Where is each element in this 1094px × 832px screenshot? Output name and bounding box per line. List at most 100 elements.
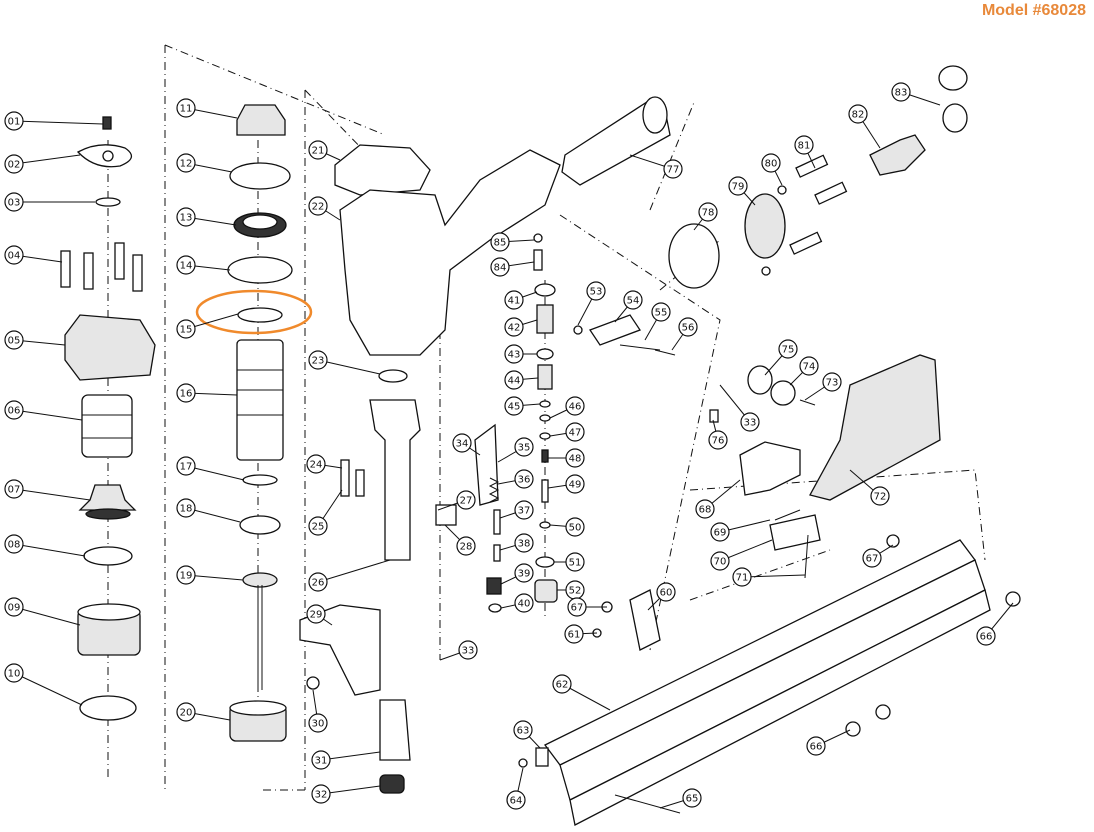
callout-number: 17	[180, 462, 193, 473]
callout-67: 67	[862, 544, 894, 568]
callout-number: 78	[702, 208, 715, 219]
callout-circle	[308, 572, 328, 592]
callout-number: 33	[744, 418, 757, 429]
callout-53: 53	[577, 281, 606, 326]
callout-circle	[176, 383, 196, 403]
callout-16: 16	[176, 383, 238, 403]
end-cap-parts	[668, 65, 968, 289]
callout-circle	[4, 111, 24, 131]
callout-72: 72	[849, 469, 890, 506]
callout-circle	[862, 548, 882, 568]
callout-10: 10	[4, 663, 83, 706]
callout-number: 68	[699, 505, 712, 516]
callout-number: 30	[312, 719, 325, 730]
callout-circle	[806, 736, 826, 756]
callout-01: 01	[4, 111, 104, 131]
callout-75: 75	[764, 339, 798, 376]
callout-number: 40	[518, 599, 531, 610]
callout-number: 69	[714, 528, 727, 539]
callout-number: 39	[518, 569, 531, 580]
callout-number: 28	[460, 542, 473, 553]
callout-leader-line	[317, 559, 391, 583]
callout-circle	[708, 430, 728, 450]
callout-number: 73	[826, 378, 839, 389]
callout-66: 66	[976, 602, 1014, 646]
callout-circle	[761, 153, 781, 173]
callout-number: 14	[180, 261, 193, 272]
callout-number: 67	[866, 554, 879, 565]
callout-circle	[4, 245, 24, 265]
callout-circle	[513, 720, 533, 740]
callout-number: 50	[569, 523, 582, 534]
callout-number: 04	[8, 251, 21, 262]
callout-number: 51	[569, 558, 582, 569]
callout-number: 71	[736, 573, 749, 584]
callout-04: 04	[4, 245, 63, 265]
callout-leader-line	[13, 409, 83, 421]
callout-54: 54	[614, 290, 643, 323]
callout-number: 21	[312, 146, 325, 157]
callout-44: 44	[504, 370, 539, 390]
callout-circle	[698, 202, 718, 222]
callout-leader-line	[13, 543, 86, 557]
callout-circle	[586, 281, 606, 301]
callout-number: 05	[8, 336, 21, 347]
callout-leader-line	[320, 785, 381, 795]
callout-21: 21	[308, 140, 341, 161]
callout-leader-line	[13, 120, 104, 125]
callout-48: 48	[548, 448, 585, 468]
callout-number: 75	[782, 345, 795, 356]
callout-36: 36	[497, 469, 534, 489]
callout-12: 12	[176, 153, 233, 173]
callout-number: 11	[180, 104, 193, 115]
callout-13: 13	[176, 207, 237, 227]
callout-number: 66	[980, 632, 993, 643]
callout-number: 48	[569, 454, 582, 465]
callout-45: 45	[504, 396, 541, 416]
callout-number: 24	[310, 460, 323, 471]
callout-71: 71	[732, 567, 806, 587]
callout-circle	[308, 350, 328, 370]
callout-leader-line	[185, 465, 245, 481]
callout-23: 23	[308, 350, 381, 375]
callout-83: 83	[891, 82, 941, 106]
callout-84: 84	[490, 257, 535, 277]
callout-number: 64	[510, 796, 523, 807]
callout-leader-line	[13, 606, 81, 626]
callout-circle	[794, 135, 814, 155]
callout-circle	[4, 597, 24, 617]
callout-number: 09	[8, 603, 21, 614]
callout-number: 76	[712, 436, 725, 447]
callout-number: 23	[312, 356, 325, 367]
housing-parts	[299, 96, 671, 794]
part-15-highlight	[195, 289, 313, 335]
callout-circle	[891, 82, 911, 102]
callout-20: 20	[176, 702, 231, 722]
callout-62: 62	[552, 674, 611, 711]
callout-08: 08	[4, 534, 86, 557]
part-callouts: 0102030405060708091011121314151617181920…	[4, 82, 1014, 810]
callout-number: 34	[456, 439, 469, 450]
callout-number: 13	[180, 213, 193, 224]
callout-14: 14	[176, 255, 231, 275]
callout-leader-line	[13, 154, 81, 165]
callout-47: 47	[549, 422, 585, 442]
callout-number: 29	[310, 610, 323, 621]
callout-circle	[728, 176, 748, 196]
callout-circle	[176, 456, 196, 476]
callout-09: 09	[4, 597, 81, 626]
callout-circle	[565, 396, 585, 416]
callout-number: 82	[852, 110, 865, 121]
callout-number: 49	[569, 480, 582, 491]
callout-circle	[506, 790, 526, 810]
callout-circle	[456, 490, 476, 510]
callout-number: 15	[180, 325, 193, 336]
callout-circle	[565, 422, 585, 442]
callout-leader-line	[741, 574, 806, 578]
callout-circle	[452, 433, 472, 453]
callout-number: 52	[569, 586, 582, 597]
callout-number: 63	[517, 726, 530, 737]
callout-circle	[663, 159, 683, 179]
callout-circle	[552, 674, 572, 694]
callout-circle	[567, 597, 587, 617]
